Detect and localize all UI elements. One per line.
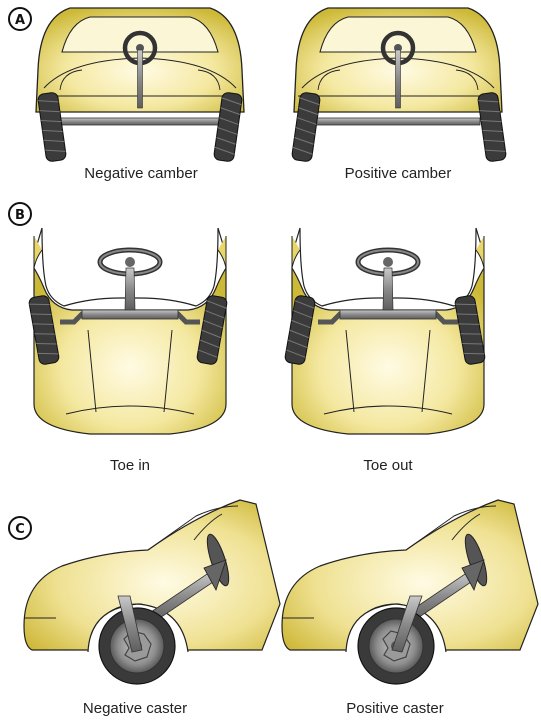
badge-c-label: C bbox=[15, 522, 25, 537]
badge-b: B bbox=[9, 203, 31, 225]
positive-camber-car bbox=[291, 8, 506, 162]
badge-c: C bbox=[9, 517, 31, 539]
positive-caster-caption: Positive caster bbox=[346, 700, 444, 717]
toe-in-caption: Toe in bbox=[110, 457, 150, 474]
negative-caster-caption: Negative caster bbox=[83, 700, 187, 717]
negative-camber-car bbox=[36, 8, 244, 162]
toe-out-caption: Toe out bbox=[363, 457, 413, 474]
toe-in-car bbox=[28, 228, 228, 434]
positive-caster-car bbox=[282, 500, 538, 684]
toe-out-car bbox=[284, 228, 486, 434]
positive-camber-caption: Positive camber bbox=[345, 165, 452, 182]
badge-a-label: A bbox=[15, 13, 25, 28]
negative-caster-car bbox=[24, 500, 280, 684]
negative-camber-caption: Negative camber bbox=[84, 165, 197, 182]
section-b: B Toe in Toe out bbox=[9, 203, 486, 474]
tire-right-positive-camber bbox=[477, 92, 506, 162]
badge-a: A bbox=[9, 8, 31, 30]
section-c: C Negative caster Positive caster bbox=[9, 500, 538, 717]
section-a: A Negative camber Positive camber bbox=[9, 8, 507, 182]
badge-b-label: B bbox=[15, 208, 25, 223]
